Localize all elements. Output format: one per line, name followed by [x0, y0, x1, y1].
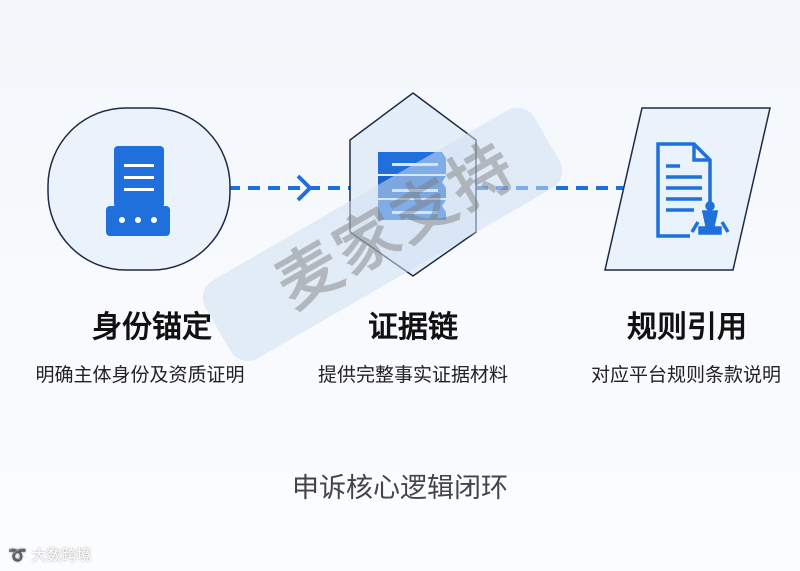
document-stamp-icon [656, 142, 730, 238]
id-card-reader-icon [106, 146, 170, 236]
node-evidence-subtitle: 提供完整事实证据材料 [317, 364, 508, 386]
watermark [202, 107, 563, 361]
corner-logo-text: 大数跨境 [31, 546, 92, 564]
node-identity-title: 身份锚定 [92, 310, 212, 345]
node-rules-title: 规则引用 [627, 310, 747, 345]
arrow-chevron-icon [296, 174, 313, 202]
node-evidence-title: 证据链 [368, 310, 458, 345]
logo-mark-icon: ➰ [8, 546, 32, 564]
node-rules-subtitle: 对应平台规则条款说明 [590, 364, 781, 386]
node-identity-subtitle: 明确主体身份及资质证明 [35, 364, 245, 386]
corner-logo: ➰ 大数跨境 [8, 544, 91, 565]
footer-caption: 申诉核心逻辑闭环 [292, 473, 508, 504]
